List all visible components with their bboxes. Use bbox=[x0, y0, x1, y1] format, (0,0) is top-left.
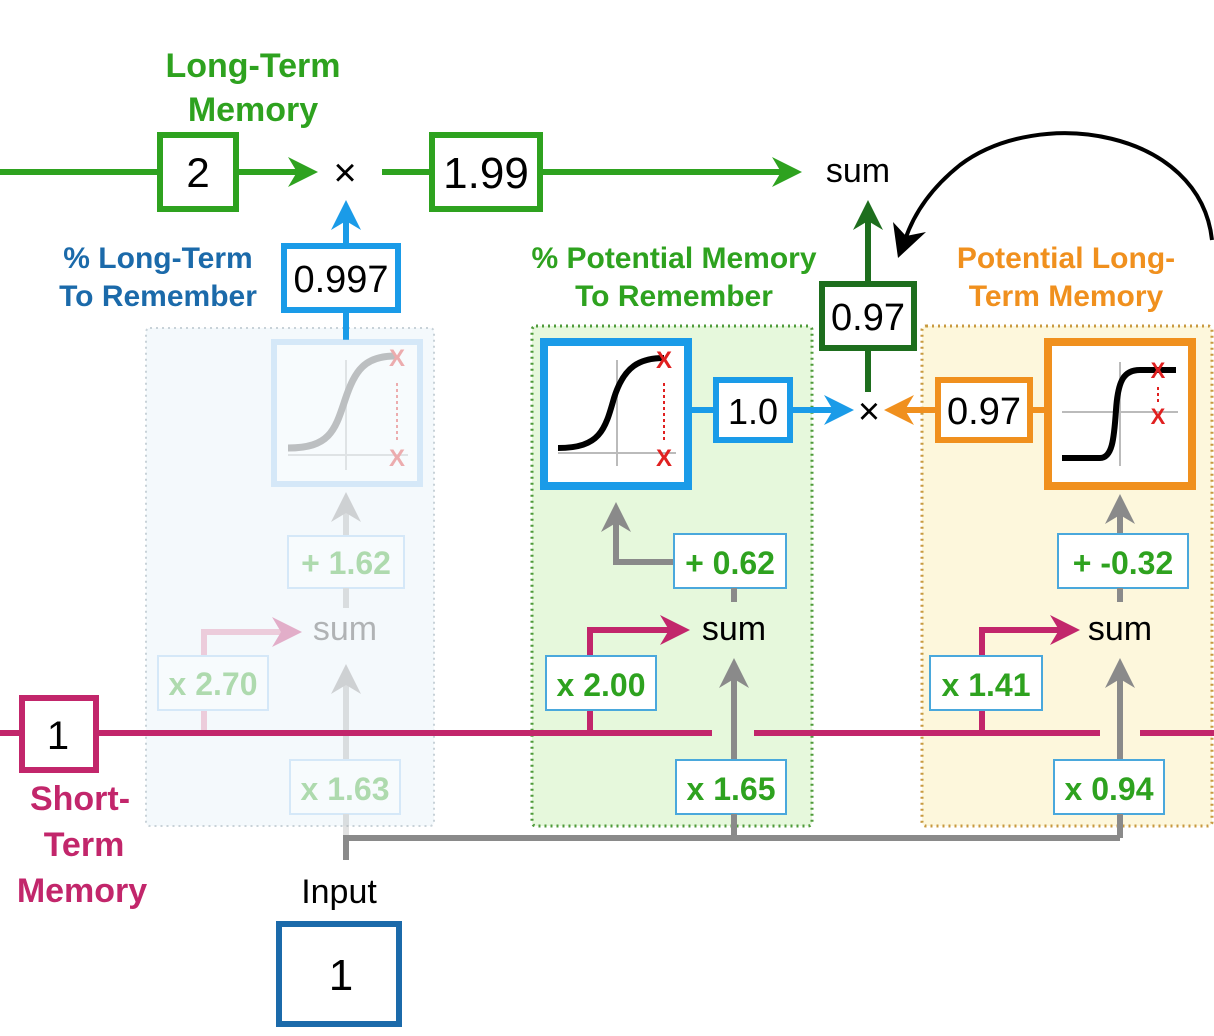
input-red-x-bottom: X bbox=[656, 445, 672, 472]
candidate-red-x-bottom: X bbox=[1151, 404, 1166, 429]
input-gate-short-term-weight: x 2.00 bbox=[557, 667, 646, 703]
forget-sum-label: sum bbox=[313, 610, 377, 648]
sigmoid-curve-icon bbox=[557, 355, 665, 451]
forget-gate-faded-group: X X + 1.62 sum x 2.70 x 1.63 bbox=[157, 339, 423, 840]
feedback-arrow-icon bbox=[903, 131, 1214, 241]
candidate-input-weight: x 0.94 bbox=[1065, 771, 1154, 807]
input-gate-bias: + 0.62 bbox=[685, 545, 775, 581]
input-label: Input bbox=[301, 873, 377, 911]
short-term-label-line2: Term bbox=[44, 826, 125, 864]
forget-output-box bbox=[281, 243, 401, 313]
candidate-label-line2: Term Memory bbox=[969, 280, 1164, 313]
forget-short-term-arrow bbox=[201, 617, 302, 732]
short-term-value: 1 bbox=[47, 714, 69, 758]
forget-short-term-weight: x 2.70 bbox=[169, 666, 258, 702]
input-gate-output-box bbox=[713, 377, 793, 443]
forget-input-weight: x 1.63 bbox=[301, 771, 390, 807]
forget-gate-label-line1: % Long-Term bbox=[63, 242, 252, 275]
input-gate-sum-label: sum bbox=[702, 610, 766, 648]
long-term-result: 1.99 bbox=[443, 149, 529, 198]
forget-output-value: 0.997 bbox=[293, 259, 388, 301]
forget-red-x-top: X bbox=[389, 345, 405, 372]
long-term-multiply-symbol: × bbox=[333, 151, 356, 195]
input-gate-output-value: 1.0 bbox=[728, 391, 778, 432]
candidate-output-value: 0.97 bbox=[947, 391, 1021, 433]
long-term-value-box bbox=[157, 132, 239, 212]
input-value: 1 bbox=[329, 951, 353, 1000]
combine-product-value: 0.97 bbox=[831, 297, 905, 339]
input-value-box bbox=[276, 921, 402, 1027]
forget-short-term-weight-box bbox=[157, 655, 269, 711]
long-term-sum-label: sum bbox=[826, 152, 890, 190]
forget-gate-label-line2: To Remember bbox=[59, 280, 257, 313]
short-term-label-line1: Short- bbox=[30, 780, 130, 818]
forget-bias-box bbox=[287, 535, 405, 589]
candidate-red-x-top: X bbox=[1151, 358, 1166, 383]
input-gate-bias-box bbox=[673, 533, 787, 589]
forget-sigmoid-frame bbox=[271, 339, 423, 487]
candidate-bias: + -0.32 bbox=[1073, 545, 1174, 581]
input-gate-label-line2: To Remember bbox=[575, 280, 773, 313]
forget-gate-panel bbox=[145, 327, 435, 827]
candidate-input-weight-box bbox=[1053, 759, 1165, 815]
candidate-short-term-weight-box bbox=[929, 655, 1043, 711]
input-gate-input-weight-box bbox=[675, 759, 787, 815]
long-term-label-line2: Memory bbox=[188, 91, 318, 129]
long-term-value: 2 bbox=[186, 149, 209, 196]
combine-multiply-symbol: × bbox=[858, 391, 880, 433]
input-red-x-top: X bbox=[656, 347, 672, 374]
short-term-label-line3: Memory bbox=[17, 872, 147, 910]
forget-bias: + 1.62 bbox=[301, 545, 391, 581]
candidate-label-line1: Potential Long- bbox=[957, 242, 1175, 275]
candidate-short-term-weight: x 1.41 bbox=[942, 667, 1031, 703]
input-bus-line bbox=[343, 835, 1120, 860]
tanh-curve-icon bbox=[1062, 367, 1176, 461]
candidate-sum-label: sum bbox=[1088, 610, 1152, 648]
input-gate-input-weight: x 1.65 bbox=[687, 771, 776, 807]
forget-red-x-bottom: X bbox=[389, 445, 405, 472]
long-term-label-line1: Long-Term bbox=[165, 47, 340, 85]
forget-input-weight-box bbox=[289, 759, 401, 815]
feedback-arrowhead-icon bbox=[893, 222, 926, 258]
input-gate-short-term-weight-box bbox=[545, 655, 657, 711]
input-gate-arrow-to-sigmoid bbox=[601, 502, 676, 565]
input-gate-label-line1: % Potential Memory bbox=[531, 242, 816, 275]
sigmoid-curve-icon bbox=[287, 352, 396, 452]
long-term-result-box bbox=[429, 132, 543, 212]
